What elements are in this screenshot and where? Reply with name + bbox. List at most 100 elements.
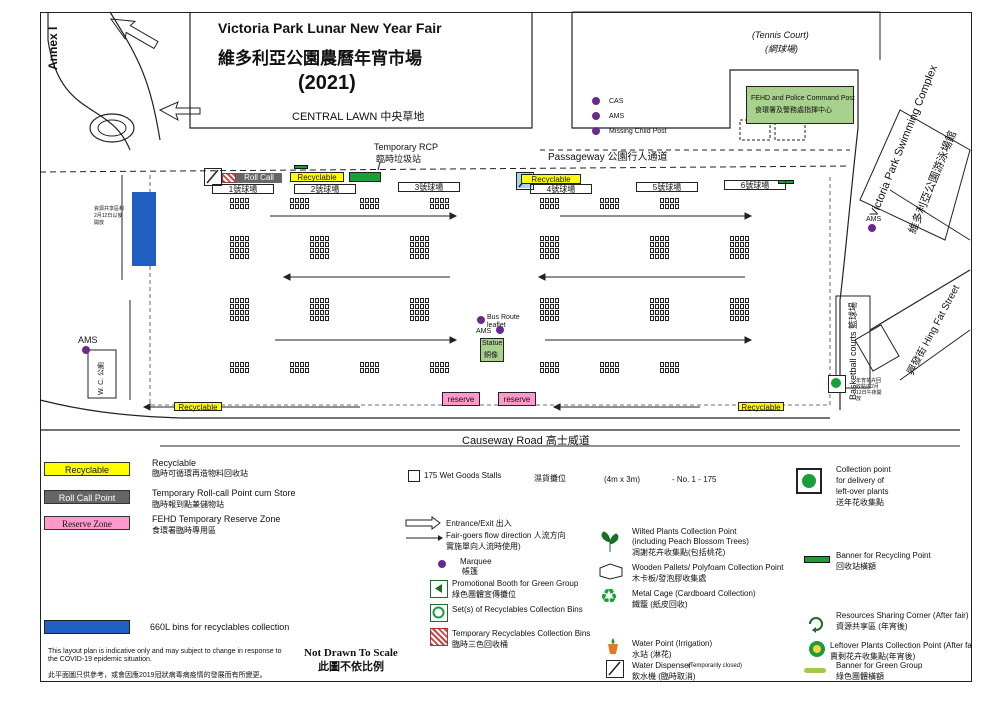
stall <box>655 236 659 241</box>
cas-label: CAS <box>609 98 624 105</box>
stall <box>375 368 379 373</box>
temp-rcp-zh: 臨時垃圾站 <box>376 154 422 164</box>
stall <box>600 204 604 209</box>
stall <box>745 248 749 253</box>
stall <box>425 236 429 241</box>
statue: Statue 銅像 <box>480 338 504 362</box>
stall <box>370 198 374 203</box>
stall <box>245 310 249 315</box>
stall <box>665 236 669 241</box>
stall <box>320 298 324 303</box>
stall <box>545 242 549 247</box>
stall <box>375 204 379 209</box>
water-point-icon <box>608 638 618 654</box>
stall <box>415 316 419 321</box>
stall <box>305 368 309 373</box>
legend-roll-call-zh: 臨時報到點兼儲物站 <box>152 500 224 509</box>
stall <box>435 368 439 373</box>
stall <box>410 248 414 253</box>
sharing-corner-icon <box>809 617 823 633</box>
stall <box>540 368 544 373</box>
stall <box>675 198 679 203</box>
stall <box>730 248 734 253</box>
legend-temp-recycle-en: Temporary Recyclables Collection Bins <box>452 629 591 638</box>
stall <box>665 298 669 303</box>
stall <box>325 310 329 315</box>
stall <box>545 368 549 373</box>
stall <box>315 242 319 247</box>
stall <box>300 198 304 203</box>
stall <box>745 254 749 259</box>
passageway-label: Passageway 公園行人通道 <box>548 152 668 163</box>
stall <box>600 362 604 367</box>
legend-stalls-size: (4m x 3m) <box>604 475 640 484</box>
stall <box>315 298 319 303</box>
causeway-road-label: Causeway Road 高士威道 <box>462 435 590 447</box>
legend-pallet-en: Wooden Pallets/ Polyfoam Collection Poin… <box>632 563 784 572</box>
legend-reserve-en: FEHD Temporary Reserve Zone <box>152 514 281 524</box>
stall <box>420 298 424 303</box>
stall <box>310 254 314 259</box>
stall <box>420 316 424 321</box>
stall <box>235 242 239 247</box>
recycle-bins-set-icon <box>430 604 448 622</box>
legend-reserve-box: Reserve Zone <box>44 516 130 530</box>
stall <box>740 242 744 247</box>
stall <box>370 362 374 367</box>
stall <box>420 242 424 247</box>
disclaimer-en: This layout plan is indicative only and … <box>48 648 282 663</box>
stall <box>660 248 664 253</box>
legend-dispenser-note: (Temporarily closed) <box>688 663 743 669</box>
stall <box>235 298 239 303</box>
stall <box>540 242 544 247</box>
stall <box>540 304 544 309</box>
stall <box>615 368 619 373</box>
stall <box>615 198 619 203</box>
stall <box>660 254 664 259</box>
temp-rcp-zone <box>349 172 381 182</box>
delivery-note: 年宵花卉回收點由2月12日午夜開放 <box>856 378 882 402</box>
ams-label: AMS <box>476 328 492 335</box>
stall <box>740 310 744 315</box>
stall <box>240 368 244 373</box>
stall <box>230 362 234 367</box>
stall <box>245 204 249 209</box>
legend-roll-call-en: Temporary Roll-call Point cum Store <box>152 488 296 498</box>
stall <box>435 362 439 367</box>
stall <box>550 368 554 373</box>
ams-label: AMS <box>78 335 98 345</box>
stall <box>440 362 444 367</box>
recyclable-zone: Recyclable <box>738 402 784 412</box>
stall <box>315 310 319 315</box>
stall <box>660 242 664 247</box>
stall <box>305 204 309 209</box>
stall <box>665 204 669 209</box>
legend-delivery-en1: Collection point <box>836 465 891 474</box>
legend-leftover-en: Leftover Plants Collection Point (After … <box>830 641 972 650</box>
stall <box>240 254 244 259</box>
recycle-bins-660l <box>132 192 156 266</box>
stall <box>320 236 324 241</box>
stall <box>230 298 234 303</box>
stall <box>730 242 734 247</box>
stall <box>300 362 304 367</box>
title-zh: 維多利亞公園農曆年宵市場 <box>218 49 422 68</box>
legend-banner-recycle-zh: 回收站橫額 <box>836 562 876 571</box>
stall <box>655 310 659 315</box>
stall <box>295 368 299 373</box>
ams-label: AMS <box>866 216 882 223</box>
stall <box>295 198 299 203</box>
stall <box>435 204 439 209</box>
disclaimer-zh: 此平面圖只供參考，或會因應2019冠狀病毒病疫情的發展而有所變更。 <box>48 672 267 679</box>
legend-stalls-zh: 濕貨攤位 <box>534 474 566 483</box>
statue-zh: 銅像 <box>484 352 498 359</box>
stall <box>540 310 544 315</box>
stall <box>230 316 234 321</box>
wilted-plants-icon <box>601 531 619 552</box>
stall <box>235 316 239 321</box>
stall <box>325 254 329 259</box>
stall <box>420 310 424 315</box>
stall <box>745 242 749 247</box>
leftover-plants-delivery-icon <box>828 375 846 393</box>
stall <box>735 242 739 247</box>
